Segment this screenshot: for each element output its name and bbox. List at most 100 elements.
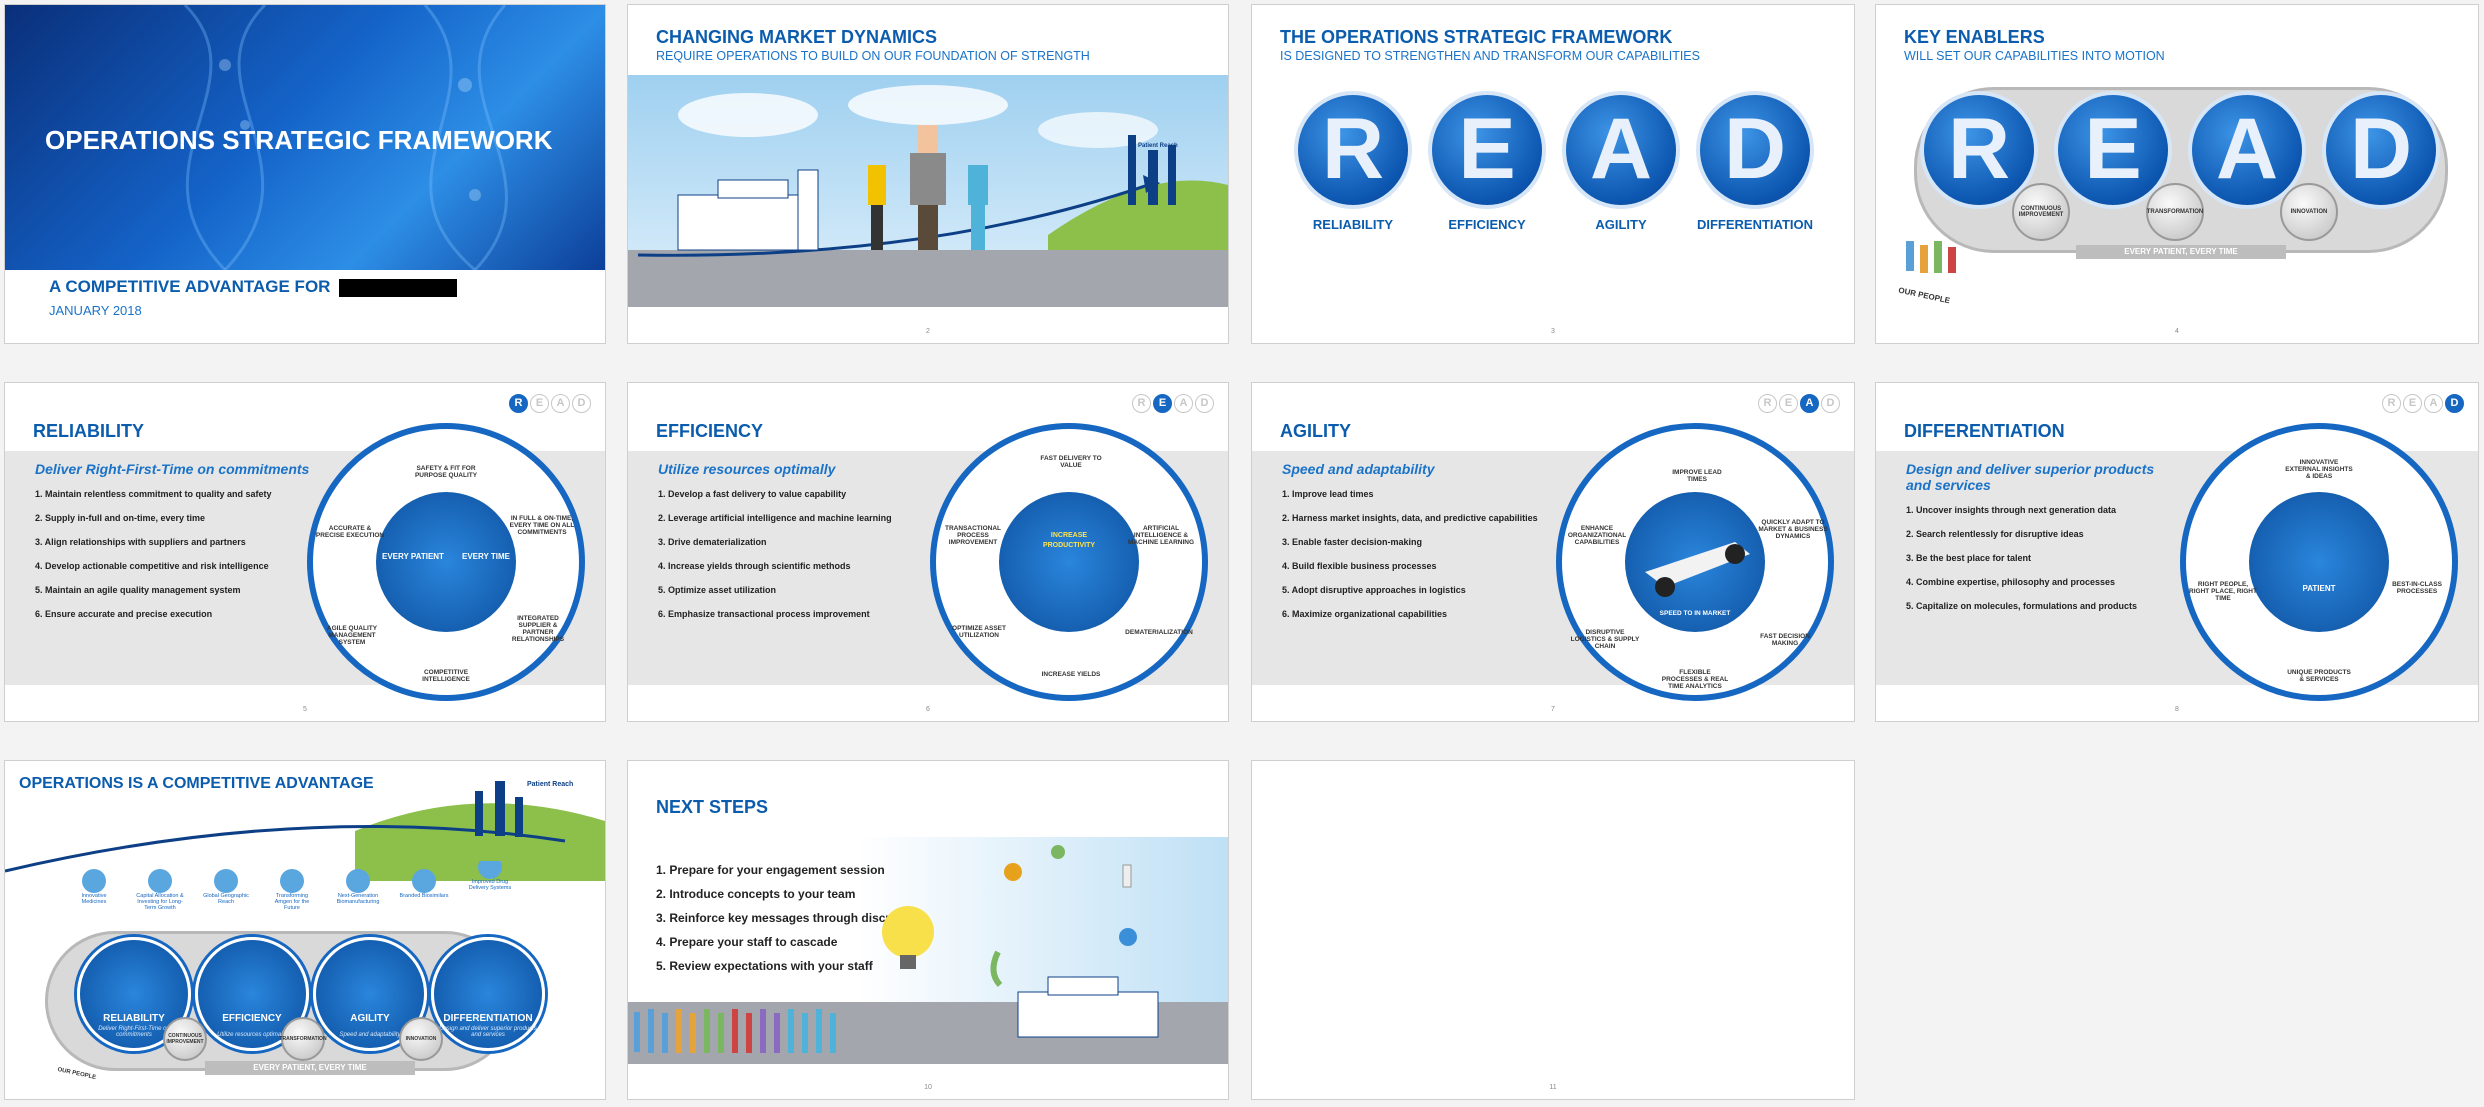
list-item: 3. Reinforce key messages through discus… <box>656 911 925 925</box>
list-item: 3. Be the best place for talent <box>1906 553 2032 563</box>
slide-tagline: Design and deliver superior products and… <box>1906 461 2155 493</box>
list-item: 1. Develop a fast delivery to value capa… <box>658 489 847 499</box>
slide-2-market-dynamics[interactable]: CHANGING MARKET DYNAMICS REQUIRE OPERATI… <box>627 4 1229 344</box>
center-label: SPEED TO IN MARKET <box>1659 610 1731 617</box>
lightbulb-icons <box>628 845 1228 1064</box>
wheel-label: QUICKLY ADAPT TO MARKET & BUSINESS DYNAM… <box>1758 519 1828 540</box>
people-icon <box>1906 241 1956 273</box>
center-label-right: EVERY TIME <box>461 552 510 561</box>
agility-wheel: SPEED TO IN MARKET IMPROVE LEAD TIMES QU… <box>1556 423 1834 701</box>
page-number: 4 <box>2175 328 2179 335</box>
reliability-wheel: EVERY PATIENT EVERY TIME SAFETY & FIT FO… <box>307 423 585 701</box>
slide-title: THE OPERATIONS STRATEGIC FRAMEWORK <box>1280 27 1673 47</box>
slide-title: OPERATIONS IS A COMPETITIVE ADVANTAGE <box>19 775 374 792</box>
center-label: PATIENT <box>2302 584 2336 593</box>
list-item: 6. Ensure accurate and precise execution <box>35 609 213 619</box>
wheel-label: FAST DECISION MAKING <box>1760 633 1810 647</box>
action-list: 1. Uncover insights through next generat… <box>1906 505 2137 625</box>
differentiation-wheel: PATIENT INNOVATIVE EXTERNAL INSIGHTS & I… <box>2180 423 2458 701</box>
wheel-label: BEST-IN-CLASS PROCESSES <box>2392 581 2442 595</box>
race-car-icon <box>1645 542 1750 597</box>
capability-label: Improved Drug Delivery Systems <box>468 879 512 891</box>
pillar-name: RELIABILITY <box>103 1013 165 1024</box>
list-item: 3. Drive dematerialization <box>658 537 767 547</box>
deck-date: JANUARY 2018 <box>49 303 142 318</box>
slide-3-framework[interactable]: THE OPERATIONS STRATEGIC FRAMEWORK IS DE… <box>1251 4 1855 344</box>
wheel-label: IN FULL & ON-TIME, EVERY TIME ON ALL COM… <box>509 515 575 536</box>
page-number: 11 <box>1549 1084 1557 1091</box>
wheel-label: INTEGRATED SUPPLIER & PARTNER RELATIONSH… <box>511 615 565 643</box>
capability-label: Transforming Amgen for the Future <box>274 893 310 911</box>
pillar-name: DIFFERENTIATION <box>443 1013 533 1024</box>
list-item: 4. Prepare your staff to cascade <box>656 935 838 949</box>
wheel-label: IMPROVE LEAD TIMES <box>1672 469 1722 483</box>
slide-title: NEXT STEPS <box>656 797 769 817</box>
read-a: A <box>1174 394 1193 413</box>
wheel-label: RIGHT PEOPLE, RIGHT PLACE, RIGHT TIME <box>2189 581 2257 602</box>
next-steps-list: 1. Prepare for your engagement session 2… <box>656 863 924 983</box>
list-item: 6. Emphasize transactional process impro… <box>658 609 870 619</box>
capability-label: Next-Generation Biomanufacturing <box>336 893 380 905</box>
wheel-label: INNOVATIVE EXTERNAL INSIGHTS & IDEAS <box>2285 459 2353 480</box>
slide-title: RELIABILITY <box>33 421 144 441</box>
wheel-label: ACCURATE & PRECISE EXECUTION <box>315 525 385 539</box>
pillar-name: EFFICIENCY <box>222 1013 282 1024</box>
wheel-center: SPEED TO IN MARKET <box>1625 492 1765 632</box>
letter-r-circle: R <box>1920 91 2038 209</box>
track-label: EVERY PATIENT, EVERY TIME <box>205 1061 415 1075</box>
page-number: 7 <box>1551 706 1555 713</box>
wheel-center: INCREASE PRODUCTIVITY <box>999 492 1139 632</box>
center-label-left: EVERY PATIENT <box>382 552 444 561</box>
slide-1-title[interactable]: OPERATIONS STRATEGIC FRAMEWORK A COMPETI… <box>4 4 606 344</box>
list-item: 1. Improve lead times <box>1282 489 1374 499</box>
capability-label: Innovative Medicines <box>81 893 107 905</box>
list-item: 4. Develop actionable competitive and ri… <box>35 561 269 571</box>
enabler-transformation: TRANSFORMATION <box>2146 183 2204 241</box>
letter-a-circle: A <box>1562 91 1680 209</box>
slide-11-blank[interactable]: 11 <box>1251 760 1855 1100</box>
enabler-continuous-improvement: CONTINUOUS IMPROVEMENT <box>163 1017 207 1061</box>
slide-subtitle: IS DESIGNED TO STRENGTHEN AND TRANSFORM … <box>1280 49 1700 63</box>
list-item: 1. Uncover insights through next generat… <box>1906 505 2117 515</box>
list-item: 5. Optimize asset utilization <box>658 585 777 595</box>
label-agility: AGILITY <box>1595 217 1647 232</box>
redacted-block <box>339 278 458 297</box>
wheel-label: FLEXIBLE PROCESSES & REAL TIME ANALYTICS <box>1661 669 1729 690</box>
slide-4-key-enablers[interactable]: KEY ENABLERS WILL SET OUR CAPABILITIES I… <box>1875 4 2479 344</box>
slide-title: AGILITY <box>1280 421 1351 441</box>
patient-reach-sign: Patient Reach <box>1138 143 1178 149</box>
wheel-center: EVERY PATIENT EVERY TIME <box>376 492 516 632</box>
enabler-innovation: INNOVATION <box>399 1017 443 1061</box>
wheel-label: UNIQUE PRODUCTS & SERVICES <box>2287 669 2351 683</box>
slide-9-competitive-advantage[interactable]: OPERATIONS IS A COMPETITIVE ADVANTAGE Pa… <box>4 760 606 1100</box>
dna-helix-icon <box>183 5 508 272</box>
pillar-sub: Deliver Right-First-Time on commitments <box>98 1026 170 1038</box>
center-label: INCREASE <box>1050 532 1088 539</box>
list-item: 2. Introduce concepts to your team <box>656 887 856 901</box>
landscape-icon <box>5 781 605 881</box>
slide-title: EFFICIENCY <box>656 421 764 441</box>
slide-tagline: Utilize resources optimally <box>658 461 836 477</box>
slide-10-next-steps[interactable]: NEXT STEPS 1. Prepare for your engagemen… <box>627 760 1229 1100</box>
label-efficiency: EFFICIENCY <box>1448 217 1526 232</box>
read-e: E <box>2403 394 2422 413</box>
wheel-label: ARTIFICIAL INTELLIGENCE & MACHINE LEARNI… <box>1127 525 1195 546</box>
capability-label: Branded Biosimilars <box>399 893 449 899</box>
wheel-label: SAFETY & FIT FOR PURPOSE QUALITY <box>414 465 478 479</box>
pillar-sub: Utilize resources optimally <box>217 1032 287 1038</box>
slide-tagline: Deliver Right-First-Time on commitments <box>35 461 310 477</box>
our-people-label: OUR PEOPLE <box>56 1066 97 1082</box>
action-list: 1. Develop a fast delivery to value capa… <box>658 489 892 633</box>
page-number: 3 <box>1551 328 1555 335</box>
landscape-icon <box>628 85 1228 307</box>
list-item: 3. Align relationships with suppliers an… <box>35 537 246 547</box>
pillar-sub: Speed and adaptability <box>339 1032 401 1038</box>
action-list: 1. Maintain relentless commitment to qua… <box>35 489 272 633</box>
